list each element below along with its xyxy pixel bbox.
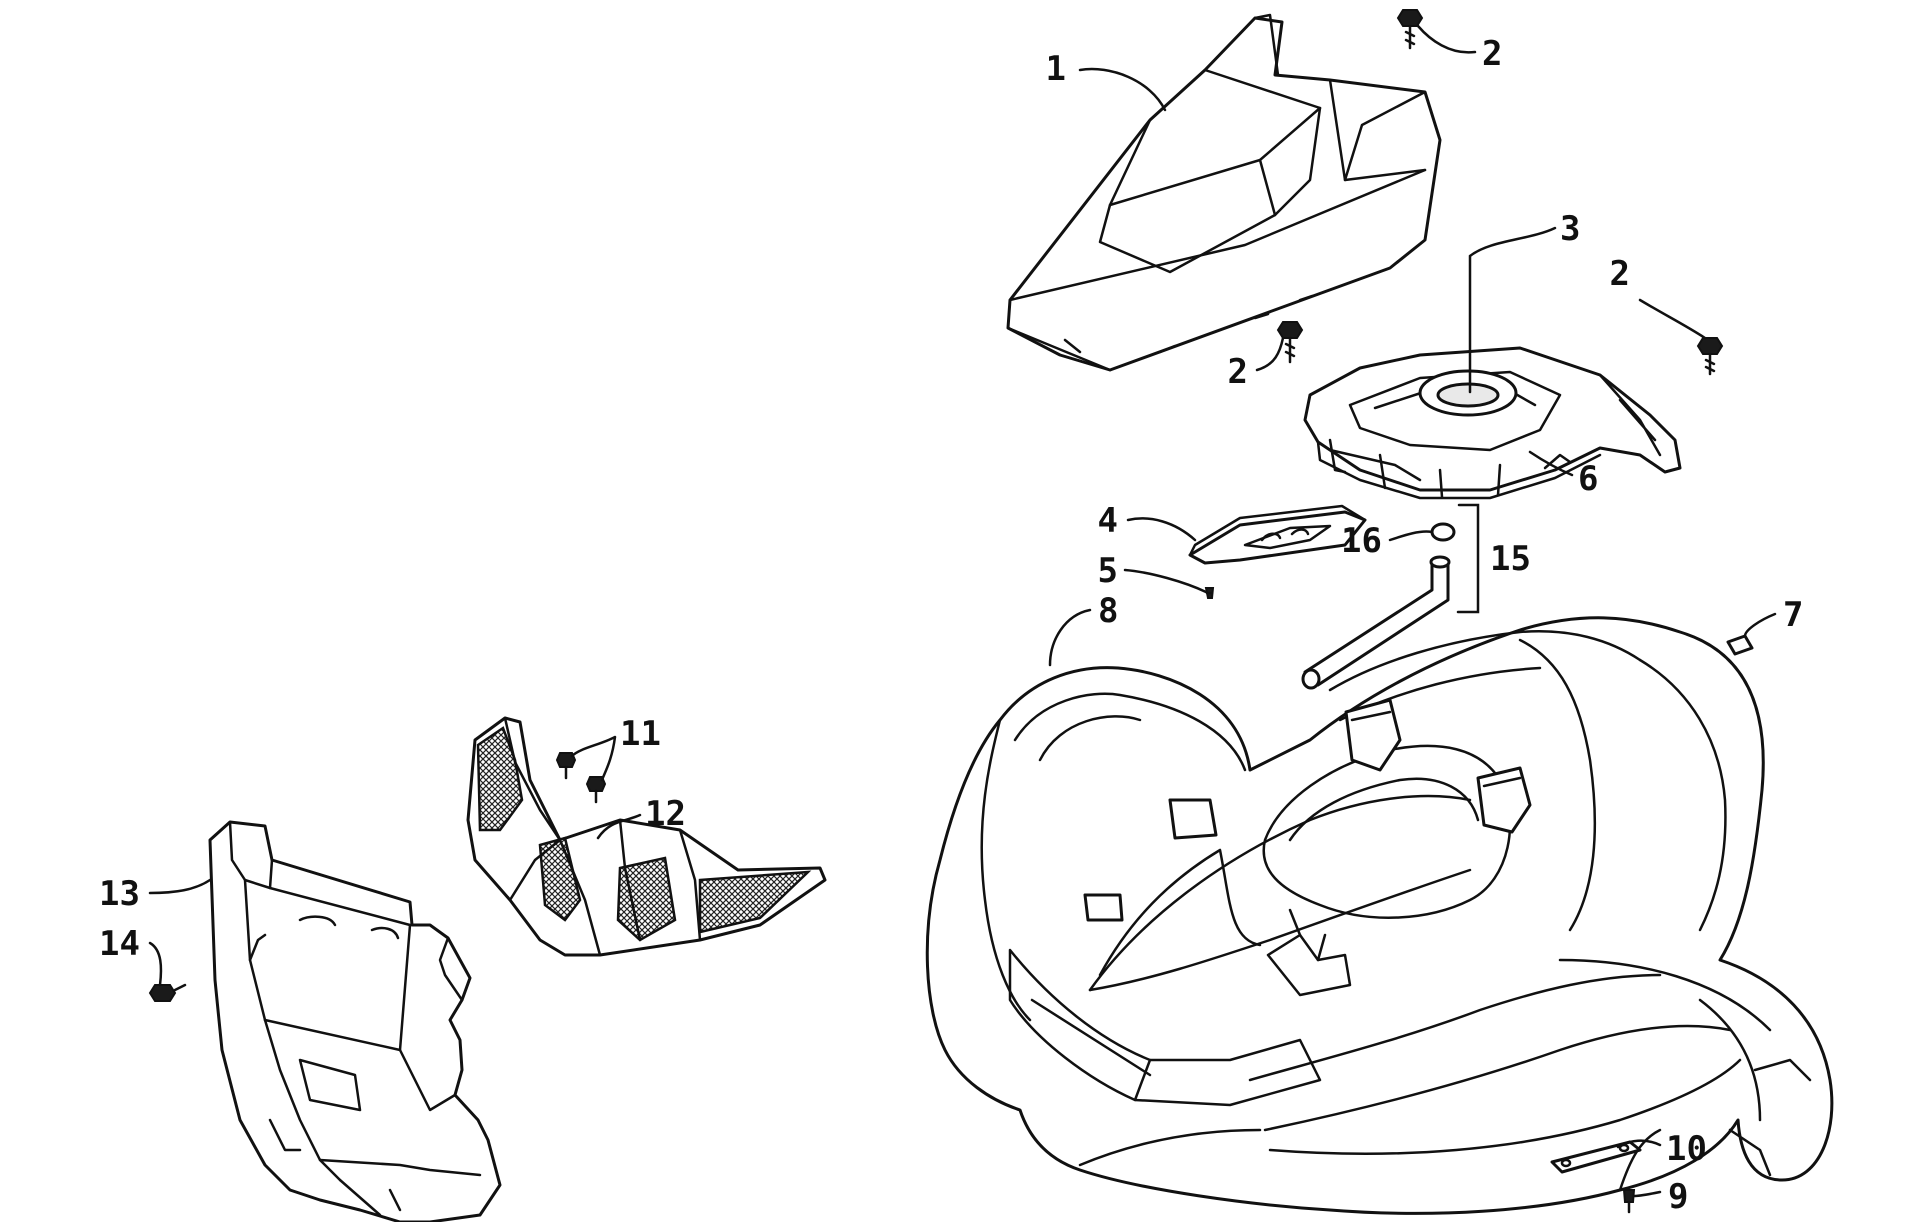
callout-5: 5 [1098, 551, 1118, 591]
part-13-bumper [208, 820, 502, 1222]
callout-7: 7 [1783, 595, 1803, 635]
part-2-screw-top [1396, 9, 1424, 50]
part-4-badge [1188, 504, 1367, 565]
callout-13: 13 [99, 874, 140, 914]
callout-6: 6 [1578, 459, 1598, 499]
callout-14: 14 [99, 924, 140, 964]
callout-12: 12 [645, 794, 686, 834]
callout-2: 2 [1610, 254, 1630, 294]
callout-2: 2 [1228, 352, 1248, 392]
part-11-screws [555, 752, 607, 804]
callout-16: 16 [1341, 521, 1382, 561]
callout-9: 9 [1668, 1177, 1688, 1217]
callout-10: 10 [1666, 1129, 1707, 1169]
leader-lines [148, 24, 1777, 1198]
part-8-front-fender [925, 616, 1834, 1215]
part-15-hose [1301, 555, 1451, 690]
callouts: 1 2 2 2 3 4 5 6 7 8 9 10 11 12 13 14 15 … [99, 34, 1803, 1217]
callout-11: 11 [620, 714, 661, 754]
part-16-clamp [1430, 522, 1456, 542]
part-14-bolt [148, 983, 187, 1002]
callout-15: 15 [1490, 539, 1531, 579]
callout-8: 8 [1098, 591, 1118, 631]
part-6-console-cover [1303, 346, 1682, 500]
callout-1: 1 [1046, 49, 1066, 89]
part-2-screw-right [1696, 337, 1724, 376]
part-1-headlight-pod [1006, 13, 1442, 372]
part-12-grille [466, 716, 827, 957]
part-2-screw-middle [1276, 321, 1304, 364]
callout-3: 3 [1560, 209, 1580, 249]
part-7-clip [1726, 634, 1754, 656]
callout-2: 2 [1482, 34, 1502, 74]
part-5-screw [1204, 587, 1215, 599]
part-9-screw [1622, 1189, 1636, 1214]
callout-4: 4 [1098, 501, 1118, 541]
